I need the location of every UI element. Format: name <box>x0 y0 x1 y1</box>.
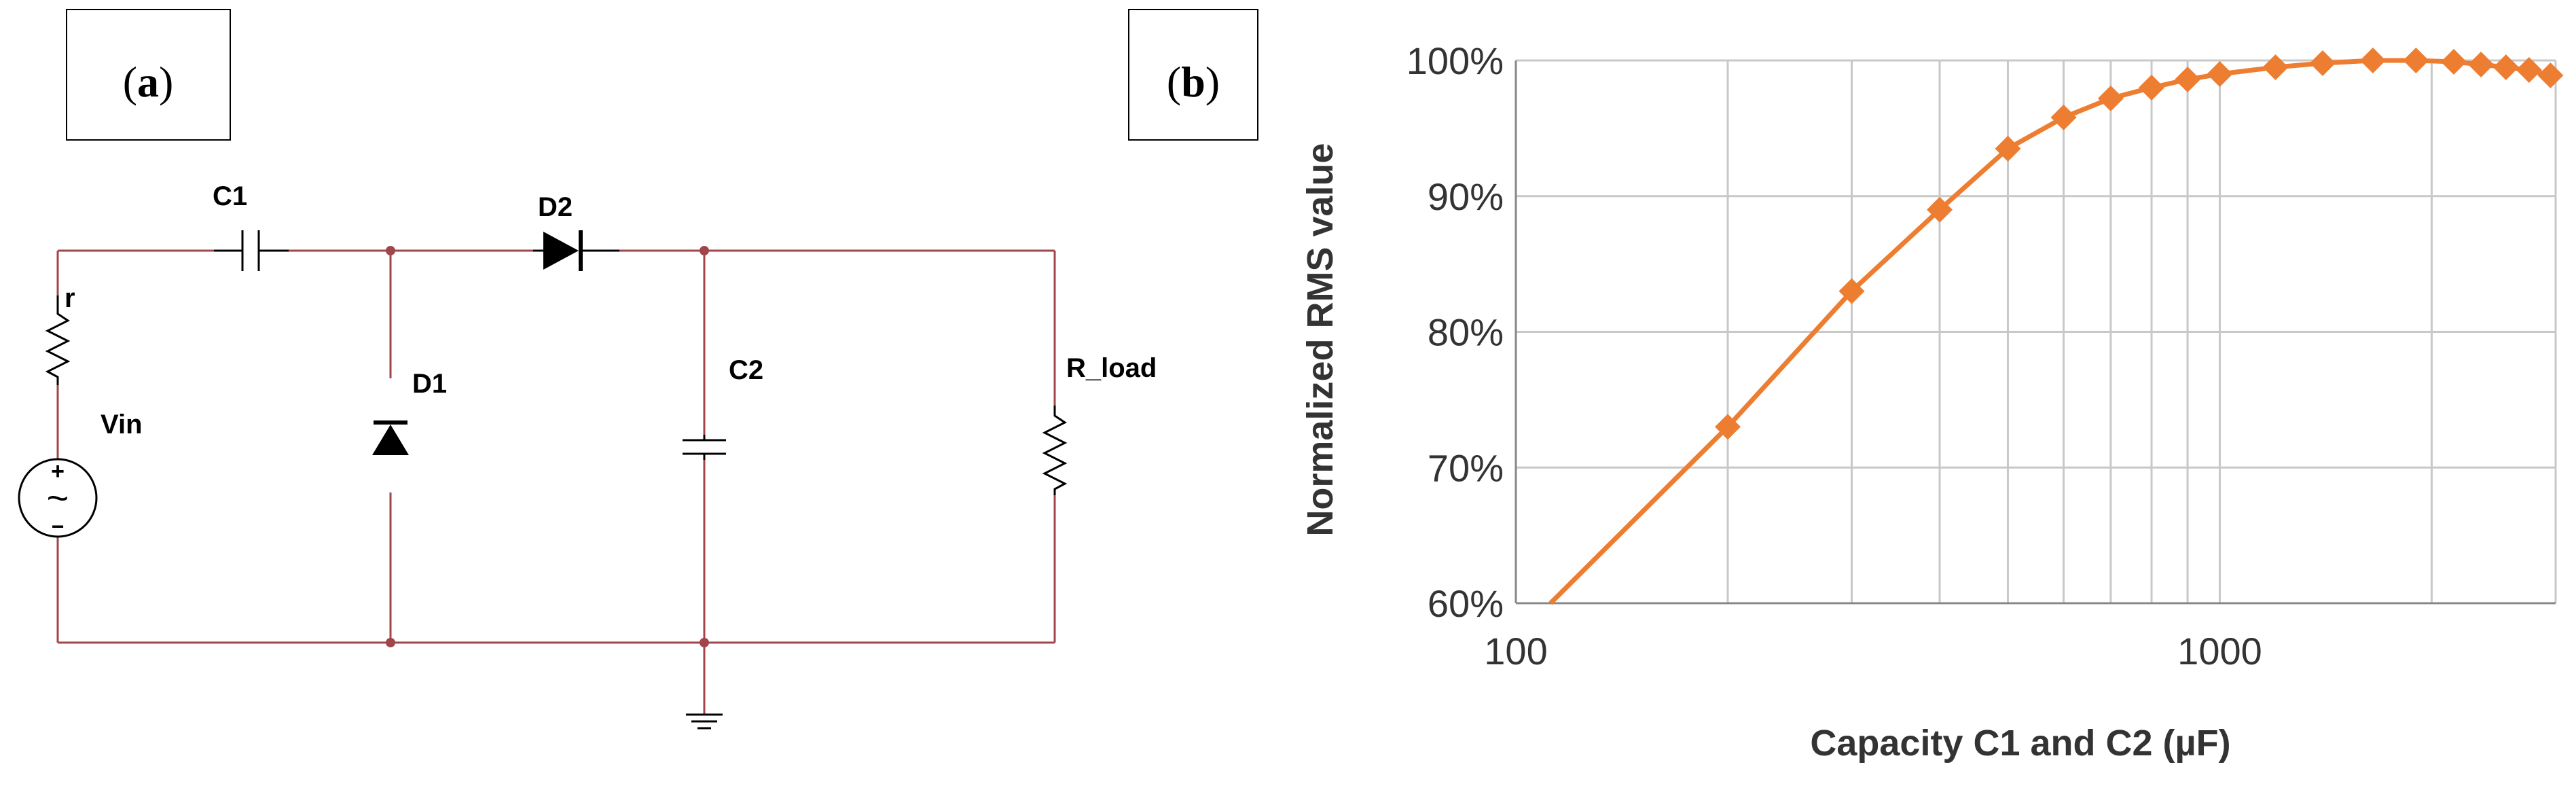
y-tick-label: 70% <box>1428 446 1504 489</box>
data-point-marker <box>1927 196 1953 223</box>
data-point-marker <box>2359 48 2386 73</box>
panel-a-label-box <box>66 9 231 141</box>
ac-source-vin: + ~ − <box>18 458 98 539</box>
diode-d1 <box>372 420 409 455</box>
diode-d2 <box>533 230 619 271</box>
ground-icon <box>686 713 723 730</box>
chart-tick-labels: 60% 70% 80% 90% 100% 100 1000 <box>1407 39 2262 672</box>
junction-dot <box>386 638 395 647</box>
label-c1: C1 <box>213 181 247 211</box>
source-tilde: ~ <box>47 476 69 519</box>
data-point-marker <box>1715 414 1741 440</box>
panel-a: (a) C1 <box>18 9 1157 730</box>
label-c2: C2 <box>729 355 763 385</box>
chart-axes <box>1514 60 2556 605</box>
label-d2: D2 <box>538 192 573 222</box>
label-r: r <box>65 283 75 313</box>
circuit-wires <box>56 249 1056 715</box>
data-point-marker <box>2097 85 2124 111</box>
resistor-r <box>45 295 71 385</box>
chart-series <box>1548 48 2564 605</box>
source-minus-sign: − <box>52 514 65 539</box>
data-point-marker <box>2139 74 2165 101</box>
data-point-marker <box>1838 278 1865 304</box>
junction-dot <box>700 246 709 255</box>
junction-dot <box>700 638 709 647</box>
data-point-marker <box>2175 66 2201 92</box>
data-point-marker <box>2516 56 2542 83</box>
label-r-load: R_load <box>1066 353 1157 383</box>
data-point-marker <box>2309 50 2336 76</box>
data-point-marker <box>2537 62 2564 88</box>
panel-a-label: (a) <box>123 58 174 106</box>
capacitor-c2 <box>683 435 726 460</box>
y-tick-label: 60% <box>1428 582 1504 625</box>
panel-b: (b) 60% 70% 80% 90% 100% 100 1000 Capacity C1 … <box>1128 9 2564 764</box>
capacitor-c1 <box>214 230 289 271</box>
data-point-marker <box>2441 48 2467 75</box>
label-vin: Vin <box>101 410 143 439</box>
x-tick-label: 1000 <box>2177 630 2262 672</box>
label-d1: D1 <box>412 369 447 399</box>
data-point-marker <box>2262 54 2289 80</box>
chart-grid <box>1514 59 2557 605</box>
y-tick-label: 100% <box>1407 39 1504 82</box>
junction-dot <box>386 246 395 255</box>
y-tick-label: 90% <box>1428 175 1504 218</box>
x-axis-label: Capacity C1 and C2 (µF) <box>1810 723 2230 764</box>
y-tick-label: 80% <box>1428 311 1504 354</box>
data-point-marker <box>2050 104 2077 130</box>
data-point-marker <box>2207 60 2233 87</box>
x-tick-label: 100 <box>1484 630 1547 672</box>
y-axis-label: Normalized RMS value <box>1300 143 1341 536</box>
resistor-r-load <box>1042 406 1068 495</box>
source-plus-sign: + <box>51 459 65 484</box>
data-point-marker <box>1995 135 2021 162</box>
data-point-marker <box>2492 54 2519 80</box>
data-point-marker <box>2403 48 2429 73</box>
data-point-marker <box>2468 51 2495 77</box>
chart-area: 60% 70% 80% 90% 100% 100 1000 <box>1407 39 2564 672</box>
panel-b-label-box <box>1128 9 1258 141</box>
panel-b-label: (b) <box>1167 58 1220 106</box>
